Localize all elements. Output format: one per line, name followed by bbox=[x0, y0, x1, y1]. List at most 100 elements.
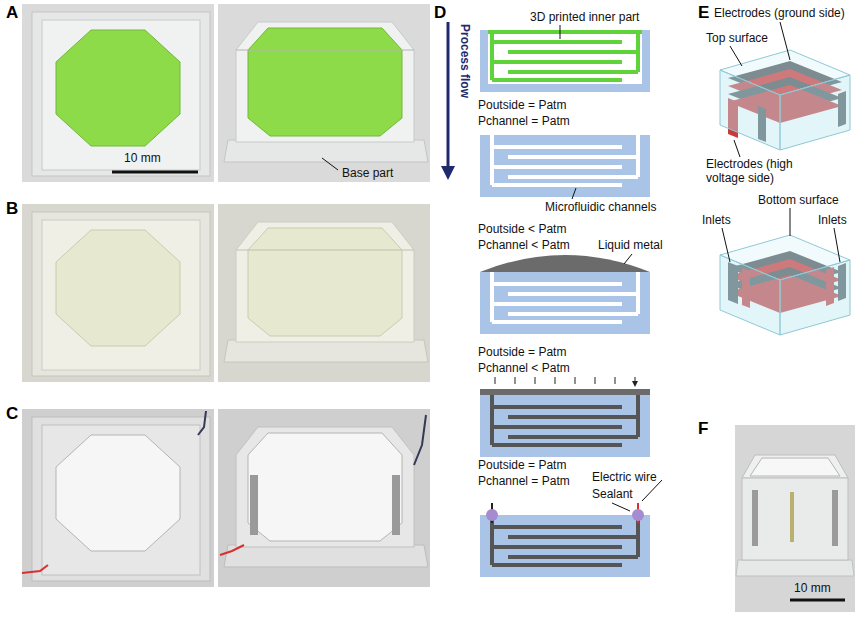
photo-f-part bbox=[750, 458, 840, 476]
panel-letter: B bbox=[6, 200, 18, 218]
electrode-cube-bottom bbox=[720, 208, 850, 335]
photo-b-part bbox=[22, 204, 214, 382]
photo-f-part bbox=[742, 455, 848, 478]
step-5-part bbox=[612, 503, 630, 511]
pressure-label: Pchannel = Patm bbox=[478, 474, 570, 488]
pressure-label: Poutside = Patm bbox=[478, 345, 566, 359]
part-label: Microfluidic channels bbox=[545, 200, 656, 214]
photo-f-part bbox=[790, 599, 845, 602]
step-5-part bbox=[632, 509, 644, 521]
step-5-part bbox=[492, 515, 638, 565]
electrode-cube-bottom-part bbox=[720, 235, 850, 280]
step-3-part bbox=[480, 255, 650, 272]
photo-a-part bbox=[322, 158, 338, 170]
photo-c-part bbox=[22, 565, 48, 573]
photo-a-part bbox=[112, 171, 198, 174]
part-label: Electric wire bbox=[592, 470, 657, 484]
photo-a-part bbox=[236, 22, 414, 142]
part-label: Electrodes (high voltage side) bbox=[706, 157, 824, 185]
pressure-label: Poutside = Patm bbox=[478, 458, 566, 472]
photo-a bbox=[22, 4, 430, 182]
photo-c-part bbox=[250, 475, 258, 535]
panel-letter: F bbox=[698, 420, 708, 438]
step-2-part bbox=[480, 135, 650, 197]
step-3-part bbox=[624, 254, 632, 264]
step-3-part bbox=[480, 272, 650, 334]
photo-a-part bbox=[22, 4, 214, 182]
step-4-part bbox=[480, 395, 650, 457]
photo-a-part bbox=[224, 140, 428, 162]
photo-c-part bbox=[224, 545, 428, 567]
photo-b-part bbox=[218, 204, 430, 382]
photo-a-part bbox=[56, 30, 180, 146]
photo-b-part bbox=[42, 220, 200, 370]
part-label: Base part bbox=[342, 166, 393, 180]
photo-f-part bbox=[735, 425, 855, 612]
process-arrow-part bbox=[447, 22, 450, 168]
photo-c-part bbox=[56, 435, 180, 551]
step-2-part bbox=[492, 135, 638, 185]
step-2 bbox=[480, 135, 650, 199]
step-4-part bbox=[492, 395, 638, 445]
step-2-part bbox=[572, 188, 576, 199]
photo-c-part bbox=[414, 415, 426, 465]
electrode-cube-top-part bbox=[734, 140, 740, 157]
process-arrow-part bbox=[441, 166, 455, 180]
photo-b-part bbox=[236, 222, 414, 342]
part-label: Sealant bbox=[592, 487, 633, 501]
photo-f-part bbox=[742, 478, 848, 560]
scale-label: 10 mm bbox=[794, 581, 831, 595]
panel-letter: E bbox=[698, 4, 709, 22]
step-1-part bbox=[480, 30, 650, 92]
step-4-part bbox=[480, 389, 650, 395]
photo-b bbox=[22, 204, 430, 382]
part-label: Liquid metal bbox=[598, 238, 663, 252]
part-label: Top surface bbox=[706, 31, 768, 45]
photo-c-part bbox=[218, 409, 430, 587]
part-label: Inlets bbox=[818, 213, 847, 227]
scale-label: 10 mm bbox=[124, 151, 161, 165]
electrode-cube-bottom-part bbox=[834, 228, 840, 262]
step-3 bbox=[480, 254, 650, 334]
pressure-label: Pchannel < Patm bbox=[478, 238, 570, 252]
process-label: Process flow bbox=[458, 24, 472, 98]
photo-c-part bbox=[220, 545, 244, 555]
photo-b-part bbox=[56, 230, 180, 346]
photo-a-part bbox=[32, 12, 210, 176]
photo-b-part bbox=[248, 228, 402, 336]
step-5-part bbox=[480, 515, 650, 577]
electrode-cube-bottom-part bbox=[722, 228, 730, 262]
pressure-label: Poutside < Patm bbox=[478, 222, 566, 236]
photo-b-part bbox=[32, 212, 210, 376]
photo-f bbox=[735, 425, 855, 612]
photo-c-part bbox=[32, 417, 210, 581]
photo-c bbox=[22, 409, 430, 587]
photo-f-part bbox=[736, 560, 854, 576]
photo-b-part bbox=[224, 340, 428, 362]
step-1-part bbox=[488, 30, 642, 84]
photo-c-part bbox=[42, 425, 200, 575]
photo-a-part bbox=[218, 4, 430, 182]
electrode-cube-top-part bbox=[730, 46, 742, 66]
panel-letter: A bbox=[6, 4, 18, 22]
step-3-part bbox=[492, 272, 638, 322]
photo-a-part bbox=[42, 20, 200, 170]
pressure-label: Pchannel < Patm bbox=[478, 361, 570, 375]
photo-c-part bbox=[198, 411, 206, 435]
panel-letter: C bbox=[6, 405, 18, 423]
photo-c-part bbox=[22, 409, 214, 587]
step-4 bbox=[480, 377, 650, 457]
step-1 bbox=[480, 25, 650, 92]
electrode-cube-bottom-part bbox=[790, 208, 791, 236]
step-1-part bbox=[488, 30, 642, 80]
part-label: Inlets bbox=[702, 213, 731, 227]
part-label: Bottom surface bbox=[758, 193, 839, 207]
step-4-part bbox=[495, 377, 635, 384]
photo-f-part bbox=[790, 492, 794, 542]
step-1-part bbox=[560, 25, 561, 39]
photo-c-part bbox=[248, 433, 402, 541]
pressure-label: Poutside = Patm bbox=[478, 98, 566, 112]
part-label: 3D printed inner part bbox=[530, 10, 639, 24]
